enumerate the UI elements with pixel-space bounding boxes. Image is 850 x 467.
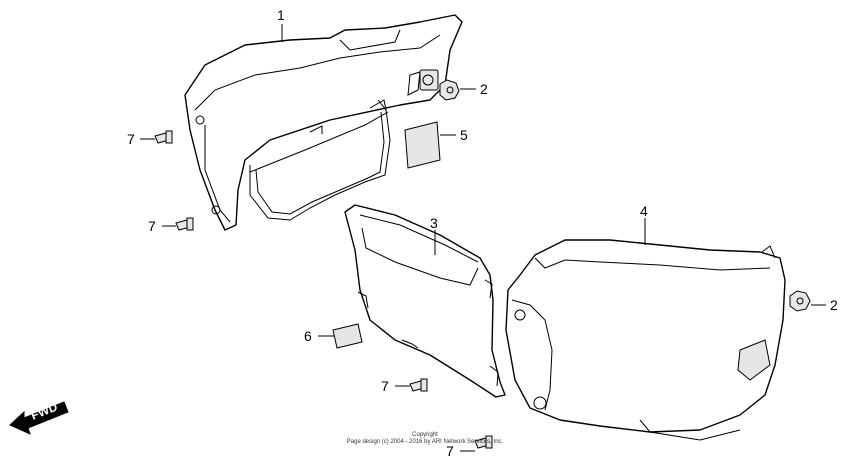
callout-5: 5	[460, 127, 468, 143]
callout-3: 3	[430, 215, 438, 231]
callout-7a: 7	[127, 131, 135, 147]
center-panel	[344, 204, 506, 398]
screw-7b	[175, 217, 194, 231]
nut-upper	[439, 79, 460, 101]
copyright-line2: Page design (c) 2004 - 2016 by ARI Netwo…	[347, 439, 504, 445]
callout-7d: 7	[446, 443, 454, 459]
callout-2-upper: 2	[480, 81, 488, 97]
callout-7c: 7	[381, 378, 389, 394]
screw-7d	[474, 435, 493, 449]
callout-4: 4	[640, 203, 648, 219]
callout-2-right: 2	[830, 297, 838, 313]
label-sticker-6	[332, 323, 363, 349]
copyright-line1: Copyright	[412, 432, 438, 438]
fwd-arrow: FWD	[9, 399, 69, 435]
callout-1: 1	[277, 7, 285, 23]
screw-7c	[409, 378, 428, 392]
callout-6: 6	[304, 328, 312, 344]
screw-7a	[154, 130, 173, 144]
side-cover-right	[505, 239, 786, 441]
label-sticker-5	[404, 121, 441, 169]
side-cover-upper	[184, 14, 463, 231]
nut-right	[789, 290, 811, 312]
callout-7b: 7	[148, 218, 156, 234]
